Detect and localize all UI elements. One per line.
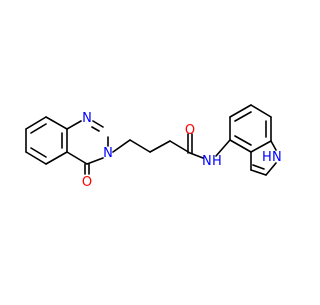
bond	[265, 162, 277, 176]
bond	[30, 123, 47, 134]
bond	[45, 151, 68, 165]
bond	[92, 120, 104, 128]
atom-h-amide: H	[212, 154, 222, 169]
structure-canvas: N N O O N H H N	[25, 104, 282, 190]
bond	[45, 116, 68, 130]
bonds	[25, 104, 277, 176]
bond	[149, 140, 171, 153]
bond	[112, 139, 131, 153]
atom-n-amide: N	[202, 154, 212, 169]
bond	[86, 157, 104, 165]
bond	[229, 139, 252, 153]
bond	[229, 104, 252, 118]
bond	[25, 116, 47, 130]
atom-n-quin-bottom: N	[103, 146, 113, 161]
bond	[234, 135, 252, 146]
bond	[234, 111, 252, 122]
bond	[91, 126, 100, 132]
bond	[252, 164, 265, 170]
bond	[66, 120, 82, 130]
bond	[215, 139, 231, 157]
bond	[30, 147, 47, 158]
molecule-structure: N N O O N H H N	[25, 104, 282, 190]
bond	[250, 140, 272, 153]
atom-o-amide: O	[185, 123, 195, 138]
bond	[66, 151, 88, 165]
atom-labels: N N O O N H H N	[82, 111, 282, 190]
atom-n-quin-top: N	[82, 111, 92, 126]
bond	[169, 140, 191, 154]
atom-n-indole: N	[272, 150, 282, 165]
bond	[25, 151, 47, 165]
bond	[270, 140, 277, 151]
bond	[129, 139, 151, 153]
atom-o-ring-carbonyl: O	[82, 175, 92, 190]
atom-h-indole: H	[262, 150, 272, 165]
bond	[250, 169, 267, 176]
bond	[189, 152, 204, 159]
bond	[250, 104, 272, 118]
